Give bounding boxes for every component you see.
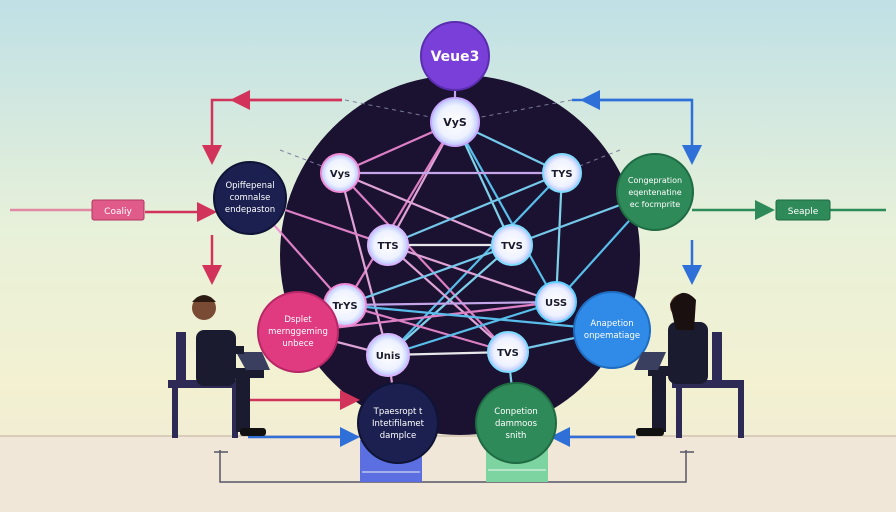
svg-text:Conpetion: Conpetion	[494, 407, 537, 417]
svg-text:Dsplet: Dsplet	[284, 315, 312, 325]
node-left-navy[interactable]: Opiffepenal comnalse endepaston	[213, 161, 287, 235]
bottom-return-lines	[214, 450, 694, 483]
node-small-2[interactable]: Vys	[320, 153, 360, 193]
svg-text:VyS: VyS	[443, 116, 467, 129]
node-small-8[interactable]: Unis	[366, 333, 410, 377]
svg-text:ec focmprite: ec focmprite	[630, 200, 680, 209]
small-nodes: VyS Vys TYS TTS TVS TrYS USS Unis	[320, 97, 582, 377]
svg-text:Seaple: Seaple	[788, 207, 819, 217]
person-right-illustration	[634, 292, 744, 438]
person-left-illustration	[168, 295, 270, 438]
floor	[0, 436, 896, 512]
svg-text:comnalse: comnalse	[230, 193, 271, 203]
svg-text:Coaliy: Coaliy	[104, 207, 132, 217]
node-small-5[interactable]: TVS	[491, 224, 533, 266]
svg-text:Opiffepenal: Opiffepenal	[225, 181, 274, 191]
svg-text:USS: USS	[545, 298, 567, 309]
left-routing-arrows	[10, 90, 360, 410]
svg-text:TrYS: TrYS	[332, 301, 357, 312]
node-small-4[interactable]: TTS	[367, 224, 409, 266]
node-small-7[interactable]: USS	[535, 281, 577, 323]
node-right-blue[interactable]: Anapetion onpematiage	[573, 291, 651, 369]
node-vue3[interactable]: Veue3	[420, 21, 490, 91]
svg-text:TVS: TVS	[497, 348, 519, 359]
right-routing-arrows	[248, 90, 886, 447]
node-bottom-green[interactable]: Conpetion dammoos snith	[475, 382, 557, 464]
svg-text:TTS: TTS	[377, 241, 398, 252]
node-left-pink[interactable]: Dsplet mernggeming unbece	[257, 291, 339, 373]
svg-text:onpematiage: onpematiage	[584, 331, 640, 341]
svg-text:snith: snith	[506, 431, 527, 441]
svg-text:Tpaesropt t: Tpaesropt t	[373, 407, 423, 417]
svg-text:Unis: Unis	[376, 351, 401, 362]
node-small-3[interactable]: TYS	[542, 153, 582, 193]
svg-text:mernggeming: mernggeming	[268, 327, 328, 337]
svg-text:Congepration: Congepration	[628, 176, 682, 185]
node-right-green[interactable]: Congepration eqentenatine ec focmprite	[616, 153, 694, 231]
svg-text:Anapetion: Anapetion	[590, 319, 633, 329]
node-vue3-label: Veue3	[431, 49, 480, 65]
right-tag[interactable]: Seaple	[775, 199, 831, 221]
svg-text:Vys: Vys	[330, 169, 350, 180]
svg-text:Intetifilamet: Intetifilamet	[372, 419, 425, 429]
svg-text:eqentenatine: eqentenatine	[628, 188, 681, 197]
svg-text:TVS: TVS	[501, 241, 523, 252]
svg-text:damplce: damplce	[380, 431, 417, 441]
node-small-1[interactable]: VyS	[430, 97, 480, 147]
node-bottom-navy[interactable]: Tpaesropt t Intetifilamet damplce	[357, 382, 439, 464]
svg-text:TYS: TYS	[551, 169, 572, 180]
svg-text:unbece: unbece	[282, 339, 313, 349]
node-small-9[interactable]: TVS	[487, 331, 529, 373]
svg-text:endepaston: endepaston	[225, 205, 275, 215]
left-tag[interactable]: Coaliy	[91, 199, 145, 221]
svg-text:dammoos: dammoos	[495, 419, 538, 429]
